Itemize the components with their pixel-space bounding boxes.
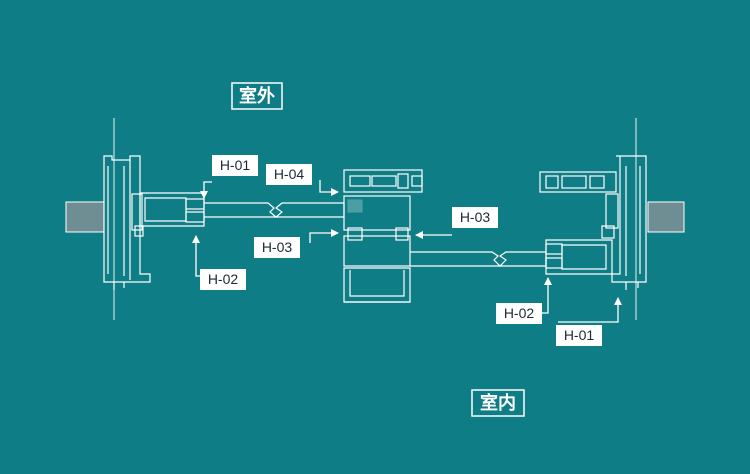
left-sash-profile <box>139 192 205 227</box>
center-mullion-top <box>343 169 423 193</box>
label-h01-left: H-01 <box>212 155 258 176</box>
right-frame-profile <box>605 155 647 290</box>
svg-text:H-02: H-02 <box>208 271 239 287</box>
outdoor-zone-label: 室外 <box>231 82 283 110</box>
svg-text:室内: 室内 <box>480 392 516 414</box>
wall-lines <box>113 118 637 320</box>
indoor-zone-label: 室内 <box>471 389 525 417</box>
label-h03-left: H-03 <box>254 237 300 258</box>
right-sash-profile <box>545 225 615 275</box>
svg-text:H-04: H-04 <box>274 166 305 182</box>
svg-text:H-02: H-02 <box>504 305 535 321</box>
svg-text:室外: 室外 <box>239 85 275 107</box>
label-h02-left: H-02 <box>200 269 246 290</box>
svg-text:H-03: H-03 <box>460 209 491 225</box>
label-h02-right: H-02 <box>496 303 542 324</box>
left-frame-profile <box>103 155 151 290</box>
label-h03-right: H-03 <box>452 207 498 228</box>
label-h01-right: H-01 <box>556 325 602 346</box>
svg-text:H-03: H-03 <box>262 239 293 255</box>
right-anchor-bar <box>647 201 685 233</box>
leader-lines <box>192 180 622 323</box>
left-glass-pane <box>204 202 345 218</box>
center-mullion-body <box>343 195 411 303</box>
svg-text:H-01: H-01 <box>564 327 595 343</box>
label-h04: H-04 <box>266 164 312 185</box>
svg-text:H-01: H-01 <box>220 157 251 173</box>
right-upper-profile <box>539 171 617 193</box>
left-anchor-bar <box>65 201 105 233</box>
right-glass-pane <box>410 251 547 267</box>
